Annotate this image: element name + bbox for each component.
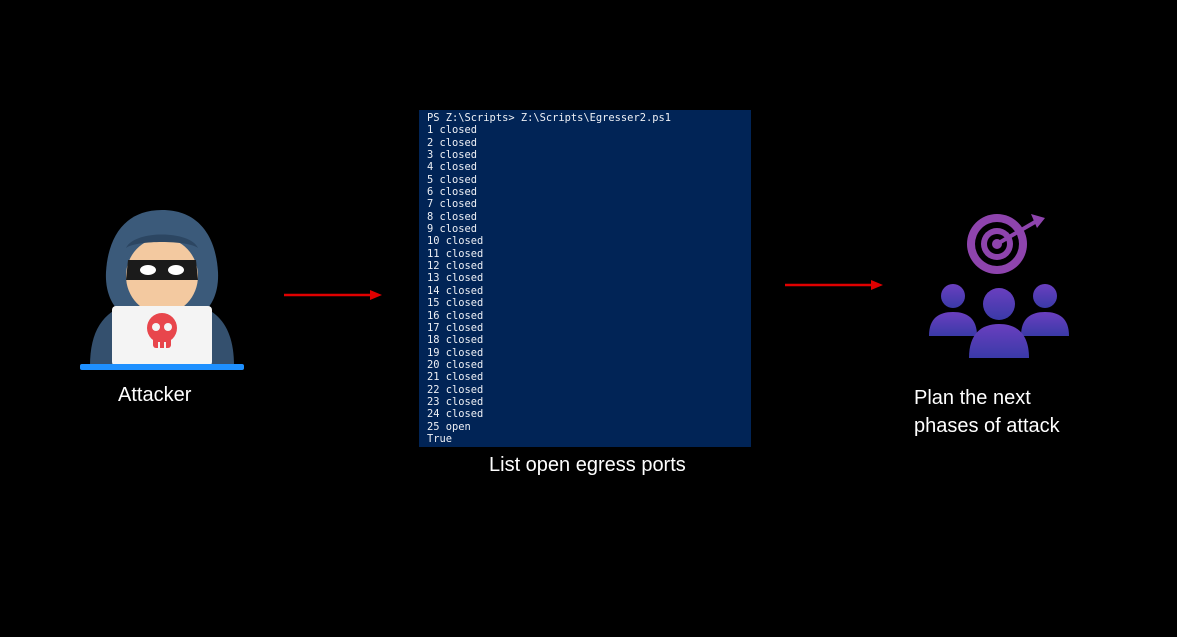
terminal-output-line: 17 closed	[427, 321, 484, 334]
terminal-output-line: 15 closed	[427, 297, 484, 310]
terminal-output-line: 22 closed	[427, 383, 484, 396]
terminal-output-line: 13 closed	[427, 272, 484, 285]
arrow-to-terminal	[284, 288, 384, 302]
terminal-output-line: 18 closed	[427, 334, 484, 347]
terminal-output-line: 2 closed	[427, 136, 478, 149]
terminal-output-line: 7 closed	[427, 198, 478, 211]
terminal-output-line: 3 closed	[427, 149, 478, 162]
target-team-icon	[925, 208, 1075, 360]
terminal-output-line: 14 closed	[427, 284, 484, 297]
terminal-output-line: 1 closed	[427, 124, 478, 137]
terminal-command-line: PS Z:\Scripts> Z:\Scripts\Egresser2.ps1	[427, 112, 671, 124]
terminal-output-line: True	[427, 432, 453, 445]
plan-label: Plan the next phases of attack	[914, 384, 1134, 440]
terminal-output-line: 10 closed	[427, 235, 484, 248]
terminal-output-line: 12 closed	[427, 260, 484, 273]
plan-label-line-2: phases of attack	[914, 415, 1060, 437]
terminal-output-line: 9 closed	[427, 223, 478, 236]
terminal-output-line: 23 closed	[427, 395, 484, 408]
terminal-output-line: 19 closed	[427, 346, 484, 359]
terminal-output-line: 20 closed	[427, 358, 484, 371]
arrow-to-plan	[785, 278, 885, 292]
terminal-output-line: 24 closed	[427, 408, 484, 421]
terminal-output-line: 4 closed	[427, 161, 478, 174]
hacker-icon	[78, 208, 246, 372]
terminal-output-line: 25 open	[427, 420, 471, 433]
terminal-output-line: 8 closed	[427, 210, 478, 223]
plan-label-line-1: Plan the next	[914, 387, 1031, 409]
terminal-output-line: 11 closed	[427, 247, 484, 260]
terminal-output-line: 6 closed	[427, 186, 478, 199]
terminal-output-line: 5 closed	[427, 173, 478, 186]
terminal-output-line: 21 closed	[427, 371, 484, 384]
terminal-caption: List open egress ports	[489, 454, 686, 476]
terminal-output-line: 16 closed	[427, 309, 484, 322]
attacker-label: Attacker	[118, 384, 192, 406]
